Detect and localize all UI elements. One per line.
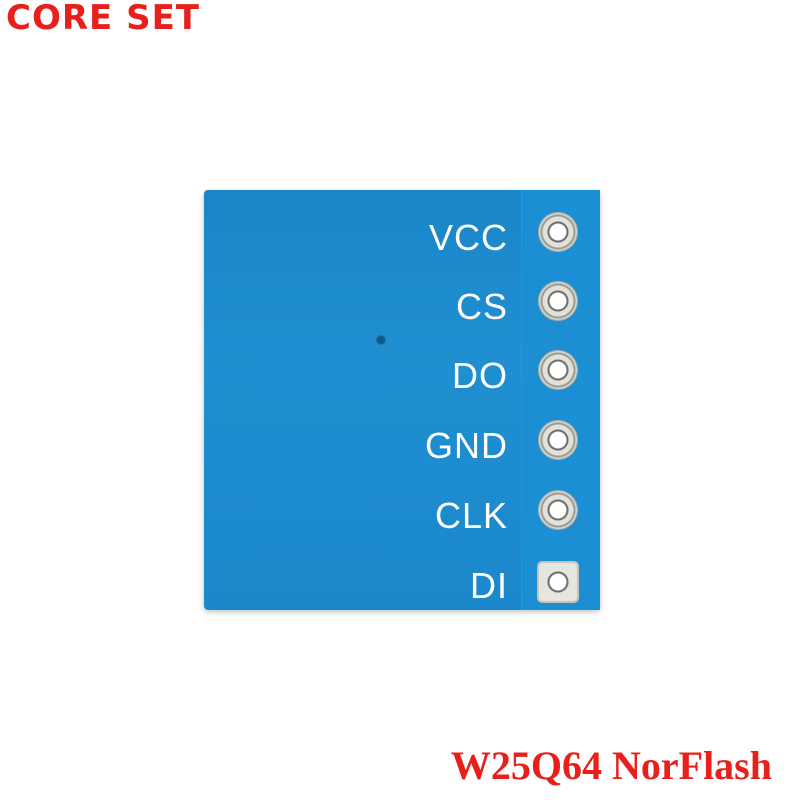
pin-header-strip — [521, 190, 600, 610]
pcb-module: VCC CS DO GND CLK DI — [204, 190, 600, 610]
pin-pad-clk — [539, 491, 577, 529]
pin-label-di: DI — [470, 565, 508, 606]
pin-pad-do — [539, 351, 577, 389]
pin-label-do: DO — [452, 355, 508, 396]
via-hole — [376, 335, 386, 345]
pin-label-gnd: GND — [425, 425, 508, 466]
pin-label-cs: CS — [455, 286, 508, 327]
pin-pad-cs — [539, 282, 577, 320]
pin-pad-di — [539, 563, 577, 601]
brand-logo: CORE SET — [6, 0, 201, 38]
product-caption: W25Q64 NorFlash — [450, 743, 772, 788]
pin-pad-vcc — [539, 213, 577, 251]
pin-pad-gnd — [539, 421, 577, 459]
pin-label-clk: CLK — [434, 495, 508, 536]
pin-label-vcc: VCC — [428, 217, 508, 258]
